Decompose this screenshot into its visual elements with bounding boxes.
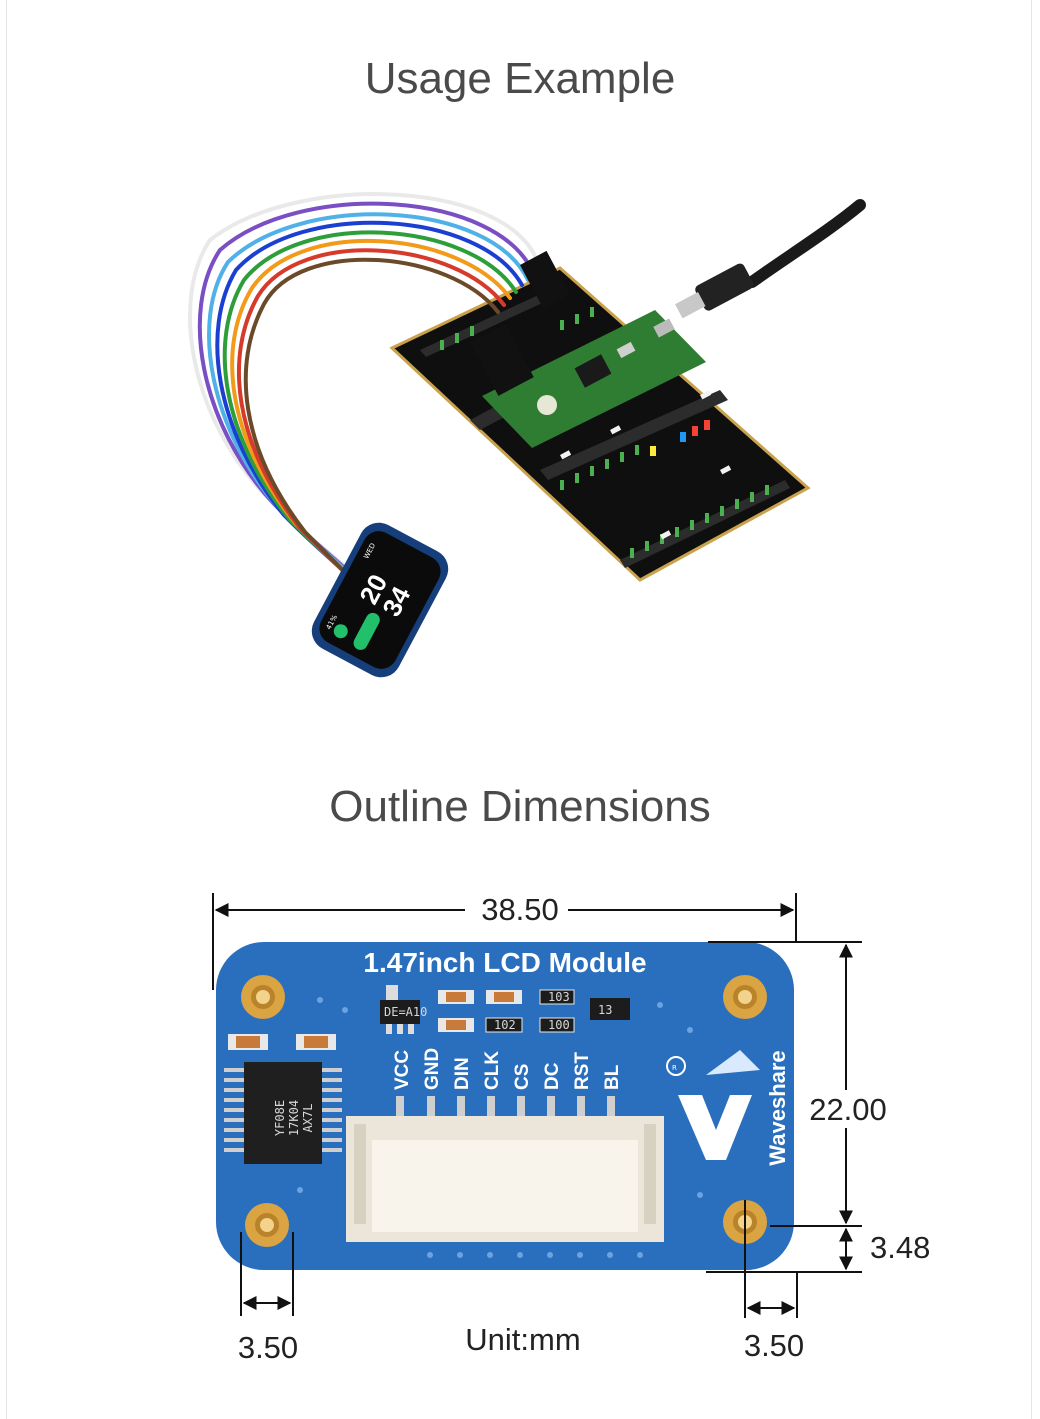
lcd-pill xyxy=(353,612,380,650)
smd-components: 103 102 100 13 xyxy=(228,989,630,1050)
resistor-label-1: 103 xyxy=(548,990,570,1004)
dim-hole-y-label: 3.48 xyxy=(870,1230,930,1265)
ic-text-3: AX7L xyxy=(301,1104,315,1133)
waveshare-logo-icon: R xyxy=(666,1050,760,1160)
resistor-label-3: 100 xyxy=(548,1018,570,1032)
pin-label-rst: RST xyxy=(572,1052,593,1090)
board-title: 1.47inch LCD Module xyxy=(363,947,646,978)
pico-board xyxy=(482,310,706,448)
page-frame xyxy=(6,0,1032,1419)
outline-dimensions-title: Outline Dimensions xyxy=(329,782,711,831)
jumper-wires xyxy=(188,192,542,616)
mount-hole-tr xyxy=(723,975,767,1019)
lcd-badge-icon xyxy=(333,624,348,639)
mount-hole-tl xyxy=(241,975,285,1019)
pcb-board: 1.47inch LCD Module DE=A10 103 102 100 1… xyxy=(216,942,794,1270)
ic-text-2: 17K04 xyxy=(287,1100,301,1136)
main-ic: YF08E 17K04 AX7L xyxy=(224,1062,342,1164)
regulator-text: DE=A10 xyxy=(384,1005,427,1019)
dim-hole-right-label: 3.50 xyxy=(744,1328,804,1363)
unit-label: Unit:mm xyxy=(465,1322,580,1357)
pin-label-dc: DC xyxy=(542,1062,563,1090)
usb-cable xyxy=(746,199,866,288)
pin-label-vcc: VCC xyxy=(392,1050,413,1090)
dim-height-label: 22.00 xyxy=(809,1092,887,1127)
ic-text-1: YF08E xyxy=(273,1100,287,1136)
dim-width-label: 38.50 xyxy=(481,892,559,927)
brand-text: Waveshare xyxy=(765,1050,790,1165)
connector-housing xyxy=(346,1116,664,1242)
resistor-label-4: 13 xyxy=(598,1003,612,1017)
mount-hole-bl xyxy=(245,1203,289,1247)
regulator-chip: DE=A10 xyxy=(380,985,427,1034)
dim-hole-left-label: 3.50 xyxy=(238,1330,298,1365)
pin-labels: VCC GND DIN CLK CS DC RST BL xyxy=(392,1048,623,1090)
usb-plug xyxy=(675,263,754,319)
pin-label-cs: CS xyxy=(512,1064,533,1090)
pin-label-bl: BL xyxy=(602,1064,623,1090)
dimension-lines xyxy=(212,893,862,1318)
pin-label-gnd: GND xyxy=(422,1048,443,1090)
usage-example-title: Usage Example xyxy=(364,54,676,103)
svg-text:R: R xyxy=(672,1064,677,1072)
resistor-label-2: 102 xyxy=(494,1018,516,1032)
lcd-module: 20 34 41% WED xyxy=(311,522,449,678)
pin-label-clk: CLK xyxy=(482,1051,503,1090)
pin-label-din: DIN xyxy=(452,1057,473,1090)
